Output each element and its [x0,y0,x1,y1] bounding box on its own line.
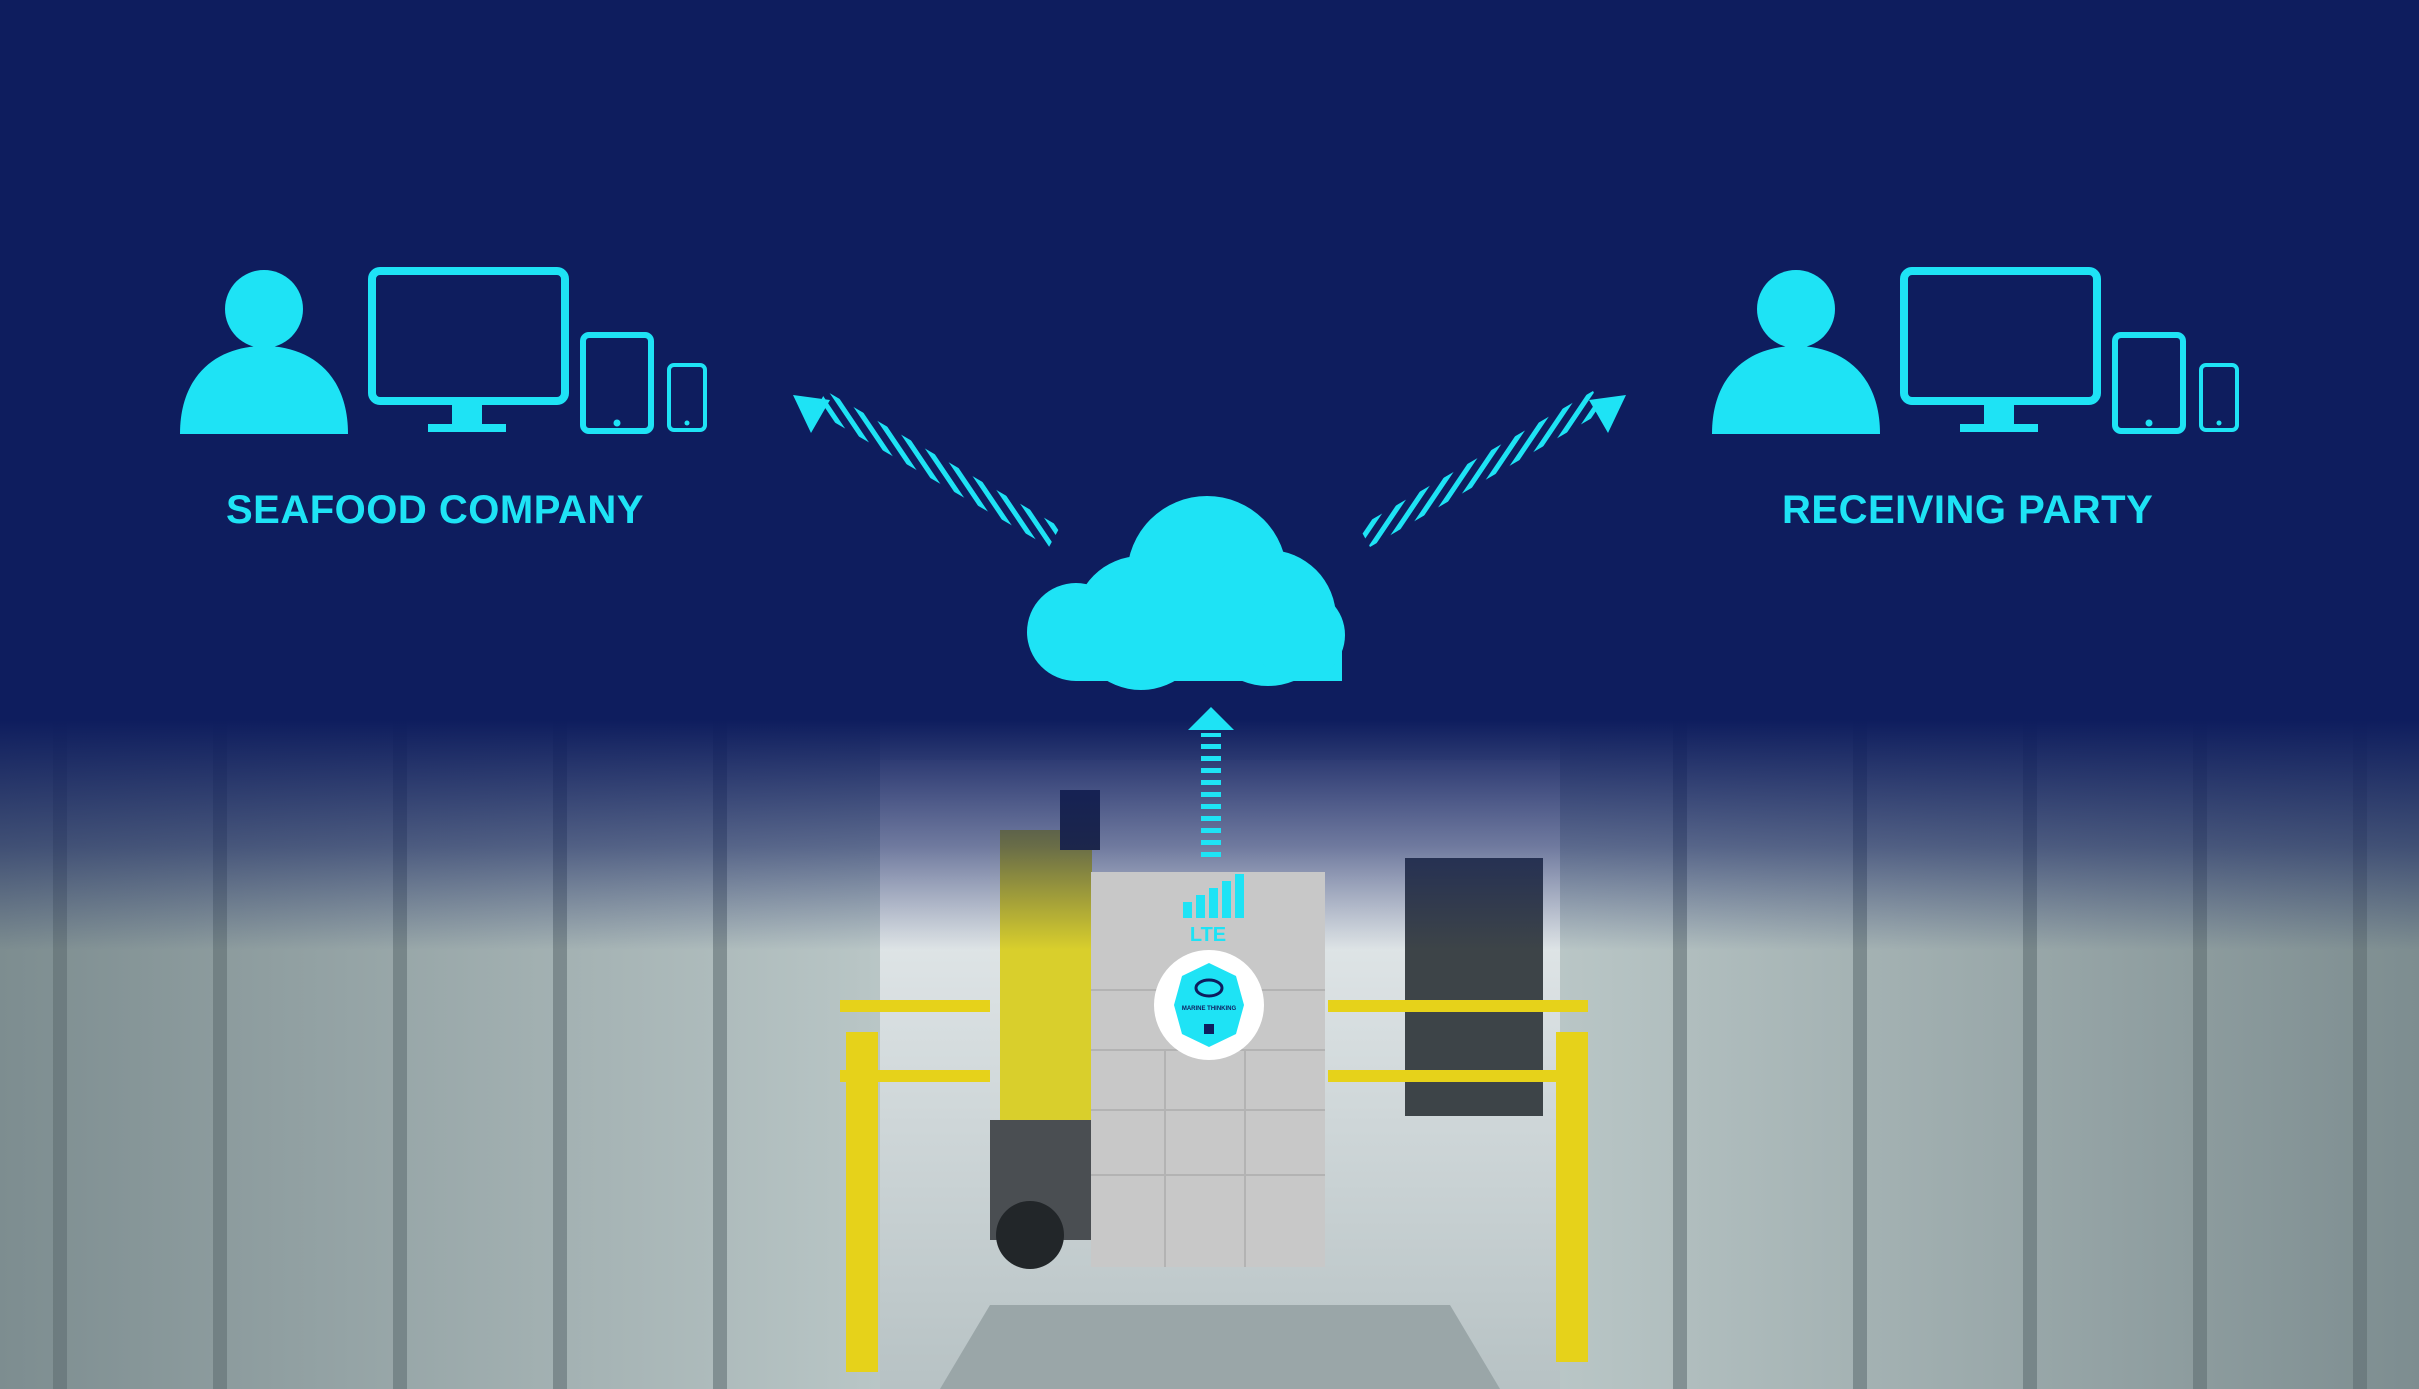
seafood-company-icons [180,267,707,434]
network-label: LTE [1190,924,1226,946]
tablet-icon [580,332,654,434]
desktop-monitor-icon [368,267,569,432]
receiving-party-icons [1712,267,2239,434]
arrow-to-receiving-party [1359,391,1626,547]
tracker-badge: MARINE THINKING [1154,950,1264,1060]
signal-bars-icon [1183,874,1244,918]
user-icon [180,270,348,434]
badge-text: MARINE THINKING [1182,1006,1237,1012]
pallet [1091,872,1325,1267]
cloud-icon [1027,496,1345,690]
arrow-to-seafood-company [793,391,1060,547]
receiving-party-label: RECEIVING PARTY [1782,488,2154,532]
user-icon [1712,270,1880,434]
smartphone-icon [2199,363,2239,432]
smartphone-icon [667,363,707,432]
tablet-icon [2112,332,2186,434]
desktop-monitor-icon [1900,267,2101,432]
seafood-company-label: SEAFOOD COMPANY [226,488,644,532]
upload-arrow [1188,707,1234,863]
